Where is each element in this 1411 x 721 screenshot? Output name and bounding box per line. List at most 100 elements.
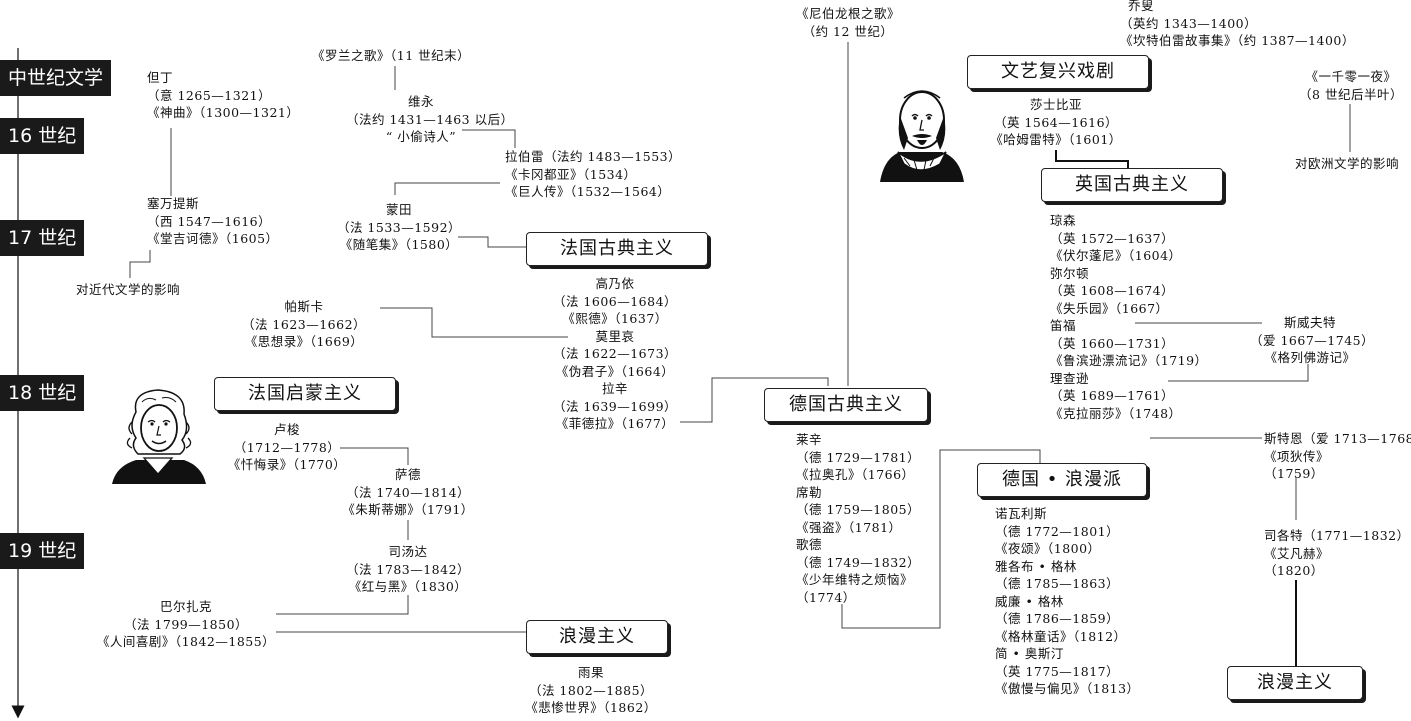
villon-name: 维永 (407, 94, 434, 109)
english-authors-block: 琼森 （英 1572—1637） 《伏尔蓬尼》（1604） 弥尔顿 （英 160… (1050, 212, 1208, 422)
jonson-dates: （英 1572—1637） (1050, 230, 1175, 246)
dante-work: 《神曲》（1300—1321） (147, 105, 300, 120)
era-label-18th-century: 18 世纪 (0, 375, 85, 411)
moliere-work: 《伪君子》（1664） (555, 363, 675, 379)
racine-name: 拉辛 (601, 381, 628, 396)
scott-name: 司各特（1771—1832） (1264, 528, 1410, 543)
roland-block: 《罗兰之歌》（11 世纪末） (312, 47, 470, 65)
swift-block: 斯威夫特 （爱 1667—1745） 《格列佛游记》 (1250, 314, 1374, 367)
milton-name: 弥尔顿 (1050, 265, 1090, 281)
moliere-name: 莫里哀 (595, 328, 635, 344)
dante-block: 但丁 （意 1265—1321） 《神曲》（1300—1321） (147, 69, 299, 122)
chaucer-block: 乔叟 （英约 1343—1400） 《坎特伯雷故事集》（约 1387—1400） (1120, 0, 1355, 50)
montaigne-work: 《随笔集》（1580） (339, 237, 459, 252)
modern-influence-text: 对近代文学的影响 (76, 282, 181, 297)
era-label-16th-century: 16 世纪 (0, 118, 85, 154)
corneille-work: 《熙德》（1637） (562, 311, 668, 326)
cervantes-block: 塞万提斯 （西 1547—1616） 《堂吉诃德》（1605） (147, 195, 279, 248)
goethe-name: 歌德 (796, 537, 823, 552)
sterne-block: 斯特恩（爱 1713—1768） 《项狄传》 （1759） (1264, 430, 1411, 483)
racine-dates: （法 1639—1699） (552, 398, 678, 414)
pascal-block: 帕斯卡 （法 1623—1662） 《思想录》（1669） (236, 298, 372, 351)
movement-french-classicism: 法国古典主义 (526, 232, 708, 266)
balzac-work: 《人间喜剧》（1842—1855） (96, 634, 276, 649)
rabelais-block: 拉伯雷（法约 1483—1553） 《卡冈都亚》（1534） 《巨人传》（153… (505, 148, 681, 201)
chaucer-name: 乔叟 (1128, 0, 1155, 13)
hugo-block: 雨果 （法 1802—1885） 《悲惨世界》（1862） (516, 664, 666, 717)
shakespeare-name: 莎士比亚 (1029, 97, 1082, 112)
defoe-dates: （英 1660—1731） (1050, 335, 1175, 351)
dante-name: 但丁 (147, 70, 174, 85)
movement-german-romantic: 德国 • 浪漫派 (977, 463, 1147, 497)
schiller-name: 席勒 (796, 484, 823, 500)
sade-dates: （法 1740—1814） (345, 484, 471, 500)
arabian-nights-date: （8 世纪后半叶） (1299, 86, 1403, 102)
stendhal-work: 《红与黑》（1830） (348, 579, 468, 594)
richardson-dates: （英 1689—1761） (1050, 388, 1175, 403)
jacob-grimm-name: 雅各布 • 格林 (995, 558, 1077, 574)
wilhelm-grimm-name: 威廉 • 格林 (995, 593, 1064, 609)
schiller-work: 《强盗》（1781） (796, 519, 902, 535)
goethe-dates: （德 1749—1832） (796, 554, 921, 570)
pascal-dates: （法 1623—1662） (241, 316, 367, 332)
scott-block: 司各特（1771—1832） 《艾凡赫》 （1820） (1264, 527, 1410, 580)
stendhal-name: 司汤达 (388, 544, 428, 559)
shakespeare-dates: （英 1564—1616） (993, 114, 1119, 130)
nibelungen-date: （约 12 世纪） (802, 23, 894, 39)
montaigne-name: 蒙田 (385, 202, 412, 217)
arabian-nights-title: 《一千零一夜》 (1305, 69, 1397, 84)
schiller-dates: （德 1759—1805） (796, 502, 921, 517)
stendhal-dates: （法 1783—1842） (345, 561, 471, 577)
shakespeare-block: 莎士比亚 （英 1564—1616） 《哈姆雷特》（1601） (986, 96, 1126, 149)
cervantes-work: 《堂吉诃德》（1605） (147, 231, 279, 246)
nibelungen-title: 《尼伯龙根之歌》 (795, 6, 900, 21)
montaigne-block: 蒙田 （法 1533—1592） 《随笔集》（1580） (334, 201, 464, 254)
moliere-dates: （法 1622—1673） (552, 346, 678, 361)
villon-block: 维永 （法约 1431—1463 以后） “ 小偷诗人” (346, 93, 514, 146)
grimm-work: 《格林童话》（1812） (995, 628, 1127, 644)
corneille-dates: （法 1606—1684） (552, 293, 678, 309)
defoe-work: 《鲁滨逊漂流记》（1719） (1050, 353, 1208, 368)
lessing-dates: （德 1729—1781） (796, 449, 921, 465)
rabelais-work-2: 《巨人传》（1532—1564） (505, 184, 671, 199)
swift-work: 《格列佛游记》 (1264, 350, 1356, 365)
austen-name: 简 • 奥斯汀 (995, 646, 1064, 661)
arabian-nights-block: 《一千零一夜》 （8 世纪后半叶） (1296, 68, 1406, 103)
roland-title: 《罗兰之歌》（11 世纪末） (312, 48, 471, 63)
shakespeare-work: 《哈姆雷特》（1601） (990, 132, 1122, 147)
richardson-work: 《克拉丽莎》（1748） (1050, 405, 1182, 421)
movement-french-enlightenment: 法国启蒙主义 (214, 377, 396, 411)
lessing-work: 《拉奥孔》（1766） (796, 467, 915, 482)
nibelungen-block: 《尼伯龙根之歌》 （约 12 世纪） (788, 5, 908, 40)
milton-work: 《失乐园》（1667） (1050, 300, 1169, 316)
era-label-17th-century: 17 世纪 (0, 220, 85, 256)
sade-name: 萨德 (394, 467, 421, 482)
movement-renaissance-drama: 文艺复兴戏剧 (967, 55, 1149, 89)
richardson-name: 理查逊 (1050, 370, 1090, 386)
movement-german-classicism: 德国古典主义 (764, 388, 928, 422)
era-label-medieval: 中世纪文学 (0, 60, 112, 96)
sterne-name: 斯特恩（爱 1713—1768） (1264, 431, 1411, 446)
chaucer-work: 《坎特伯雷故事集》（约 1387—1400） (1120, 33, 1355, 48)
montaigne-dates: （法 1533—1592） (336, 219, 462, 235)
jonson-name: 琼森 (1050, 213, 1077, 228)
modern-influence-label: 对近代文学的影响 (76, 281, 180, 299)
german-classic-authors-block: 莱辛 （德 1729—1781） 《拉奥孔》（1766） 席勒 （德 1759—… (796, 431, 920, 606)
goethe-work-year: （1774） (796, 589, 856, 605)
europe-influence-label: 对欧洲文学的影响 (1295, 155, 1399, 173)
dante-dates: （意 1265—1321） (147, 87, 272, 103)
balzac-block: 巴尔扎克 （法 1799—1850） 《人间喜剧》（1842—1855） (96, 598, 276, 651)
villon-dates: （法约 1431—1463 以后） (346, 111, 514, 127)
goethe-work: 《少年维特之烦恼》 (796, 572, 914, 587)
sade-block: 萨德 （法 1740—1814） 《朱斯蒂娜》（1791） (333, 466, 483, 519)
novalis-work: 《夜颂》（1800） (995, 541, 1101, 556)
cervantes-name: 塞万提斯 (147, 196, 200, 211)
scott-work: 《艾凡赫》 (1264, 545, 1330, 561)
rousseau-block: 卢梭 （1712—1778） 《忏悔录》（1770） (222, 421, 352, 474)
hugo-name: 雨果 (577, 665, 604, 680)
milton-dates: （英 1608—1674） (1050, 283, 1175, 298)
lessing-name: 莱辛 (796, 432, 823, 447)
stendhal-block: 司汤达 （法 1783—1842） 《红与黑》（1830） (338, 543, 478, 596)
era-label-19th-century: 19 世纪 (0, 533, 85, 569)
